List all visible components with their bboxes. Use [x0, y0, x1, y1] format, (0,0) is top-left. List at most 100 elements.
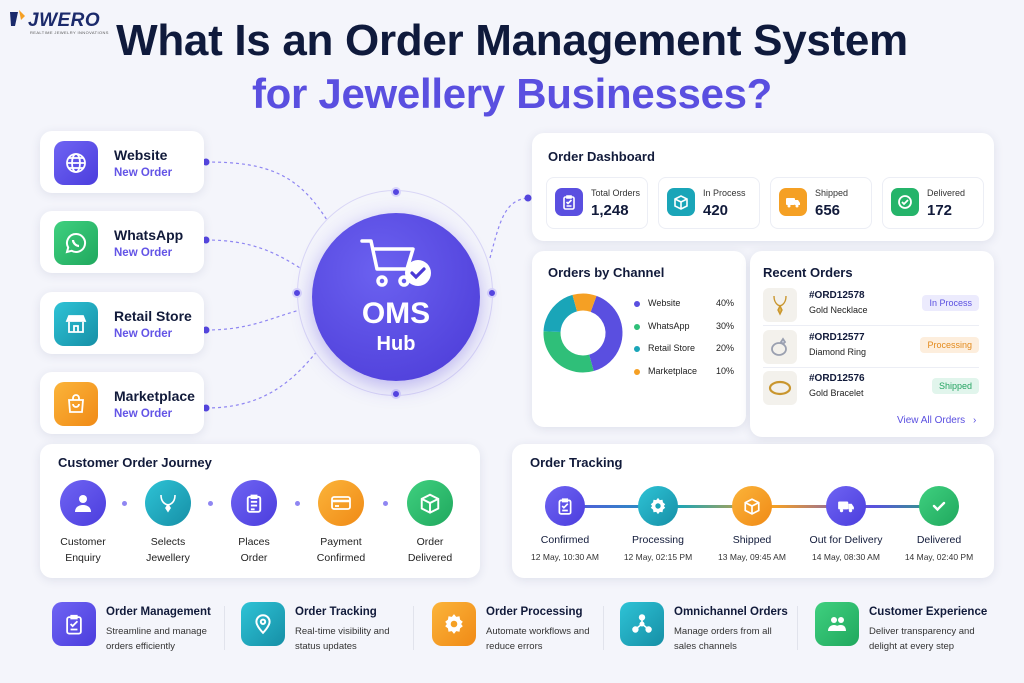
donut-slice-marketplace	[543, 293, 623, 373]
step-line1: Order	[416, 536, 444, 548]
shopping-bag-icon	[54, 382, 98, 426]
recent-order-row[interactable]: #ORD12577 Diamond Ring Processing	[763, 328, 979, 366]
logo-mark-icon	[10, 10, 25, 26]
stat-value: 420	[703, 202, 729, 219]
legend-swatch	[634, 369, 640, 375]
journey-connector-dot	[295, 501, 300, 506]
stat-shipped[interactable]: Shipped 656	[770, 177, 872, 229]
journey-connector-dot	[383, 501, 388, 506]
recent-orders-title: Recent Orders	[763, 265, 853, 280]
channel-card-whatsapp[interactable]: WhatsApp New Order	[40, 211, 204, 273]
recent-order-row[interactable]: #ORD12578 Gold Necklace In Process	[763, 286, 979, 324]
users-icon	[815, 602, 859, 646]
feature-order-tracking: Order Tracking Real-time visibility and s…	[241, 602, 411, 652]
card-icon	[318, 480, 364, 526]
oms-hub[interactable]: OMS Hub	[312, 213, 480, 381]
channel-name: Retail Store	[114, 308, 192, 324]
hub-node	[292, 288, 302, 298]
hub-node	[391, 389, 401, 399]
tracking-step-label: Processing	[632, 534, 684, 546]
ring-icon	[763, 330, 797, 364]
order-id: #ORD12577	[809, 332, 865, 343]
view-all-orders-link[interactable]: View All Orders ›	[897, 415, 976, 426]
legend-label: WhatsApp	[648, 321, 690, 331]
feature-omnichannel-orders: Omnichannel Orders Manage orders from al…	[620, 602, 795, 652]
tracking-step: Processing 12 May, 02:15 PM	[608, 486, 708, 562]
tracking-step-label: Out for Delivery	[809, 534, 883, 546]
feature-customer-experience: Customer Experience Deliver transparency…	[815, 602, 995, 652]
channel-status: New Order	[114, 328, 173, 340]
box-icon	[407, 480, 453, 526]
order-id: #ORD12576	[809, 373, 865, 384]
legend-label: Retail Store	[648, 343, 696, 353]
channel-status: New Order	[114, 247, 173, 259]
dashboard-title: Order Dashboard	[548, 149, 655, 164]
journey-title: Customer Order Journey	[58, 455, 212, 470]
necklace-icon	[145, 480, 191, 526]
stat-total-orders[interactable]: Total Orders 1,248	[546, 177, 648, 229]
gear-icon	[638, 486, 678, 526]
tracking-step-date: 13 May, 09:45 AM	[718, 552, 786, 562]
status-badge: In Process	[922, 295, 979, 311]
recent-order-row[interactable]: #ORD12576 Gold Bracelet Shipped	[763, 369, 979, 407]
legend-item: Retail Store 20%	[634, 343, 734, 355]
globe-icon	[54, 141, 98, 185]
whatsapp-icon	[54, 221, 98, 265]
channel-card-marketplace[interactable]: Marketplace New Order	[40, 372, 204, 434]
check-circle-icon	[891, 188, 919, 216]
feature-title: Order Tracking	[295, 606, 377, 618]
feature-text-line1: Real-time visibility and	[295, 626, 390, 637]
store-icon	[54, 302, 98, 346]
clipboard-icon	[52, 602, 96, 646]
status-badge: Processing	[920, 337, 979, 353]
clipboard-icon	[545, 486, 585, 526]
location-pin-icon	[241, 602, 285, 646]
box-icon	[667, 188, 695, 216]
user-icon	[60, 480, 106, 526]
legend-value: 20%	[715, 343, 734, 353]
feature-title: Omnichannel Orders	[674, 606, 788, 618]
stat-delivered[interactable]: Delivered 172	[882, 177, 984, 229]
gear-icon	[432, 602, 476, 646]
brand-logo: JWERO REALTIME JEWELRY INNOVATIONS	[8, 6, 118, 36]
feature-text-line2: reduce errors	[486, 641, 543, 652]
step-line2: Jewellery	[146, 552, 190, 564]
tracking-step: Confirmed 12 May, 10:30 AM	[515, 486, 615, 562]
truck-icon	[826, 486, 866, 526]
step-line1: Customer	[60, 536, 106, 548]
channel-card-retail-store[interactable]: Retail Store New Order	[40, 292, 204, 354]
order-product: Gold Necklace	[809, 305, 868, 315]
logo-word: JWERO	[28, 10, 101, 31]
truck-icon	[779, 188, 807, 216]
step-line1: Selects	[150, 536, 186, 548]
channel-name: WhatsApp	[114, 227, 184, 243]
stat-label: Shipped	[815, 188, 849, 198]
feature-text-line2: status updates	[295, 641, 357, 652]
step-line2: Enquiry	[65, 552, 101, 564]
box-icon	[732, 486, 772, 526]
channel-card-website[interactable]: Website New Order	[40, 131, 204, 193]
legend-value: 30%	[715, 321, 734, 331]
feature-text-line1: Deliver transparency and	[869, 626, 975, 637]
order-dashboard-card: Order Dashboard Total Orders 1,248 In Pr…	[532, 133, 994, 241]
stat-value: 656	[815, 202, 841, 219]
feature-text-line1: Manage orders from all	[674, 626, 772, 637]
feature-divider	[603, 606, 604, 650]
stat-value: 1,248	[591, 202, 629, 219]
step-line2: Order	[240, 552, 268, 564]
journey-connector-dot	[208, 501, 213, 506]
feature-divider	[797, 606, 798, 650]
tracking-step-label: Delivered	[916, 534, 962, 546]
legend-label: Website	[648, 298, 681, 308]
step-line1: Payment	[320, 536, 362, 548]
stat-value: 172	[927, 202, 953, 219]
feature-title: Customer Experience	[869, 606, 988, 618]
hub-node	[487, 288, 497, 298]
chevron-right-icon: ›	[972, 415, 977, 426]
legend-value: 40%	[715, 298, 734, 308]
stat-in-process[interactable]: In Process 420	[658, 177, 760, 229]
